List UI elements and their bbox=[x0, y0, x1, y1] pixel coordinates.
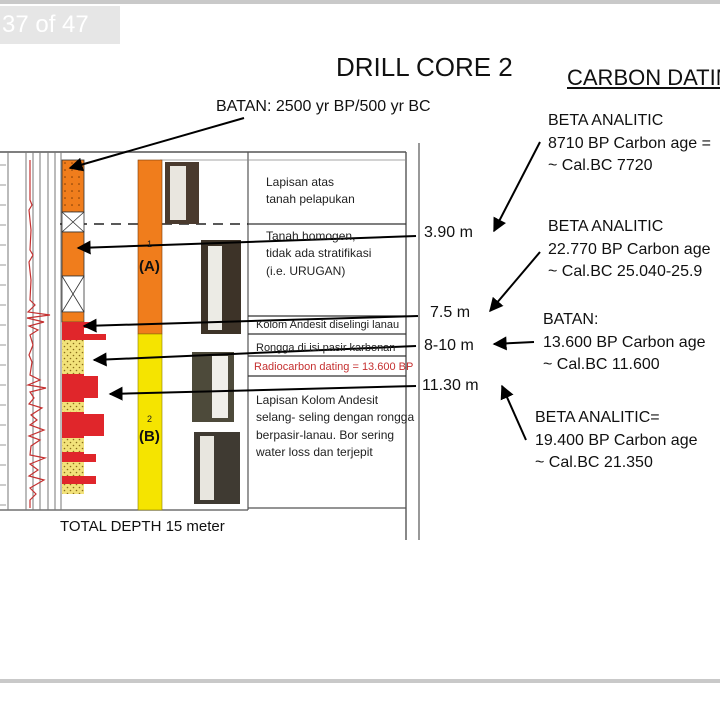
depth-marker-8-10: 8-10 m bbox=[424, 337, 474, 354]
dating-result-4: BETA ANALITIC= 19.400 BP Carbon age ~ Ca… bbox=[535, 409, 698, 472]
radiocarbon-note: Radiocarbon dating = 13.600 BP bbox=[254, 361, 414, 373]
log-curve bbox=[25, 160, 51, 508]
carbon-dating-heading: CARBON DATIN bbox=[567, 65, 720, 90]
slide-counter: 37 of 47 bbox=[0, 6, 120, 44]
dating-result-3: BATAN: 13.600 BP Carbon age ~ Cal.BC 11.… bbox=[543, 311, 706, 374]
layer-desc-topsoil: Lapisan atas tanah pelapukan bbox=[266, 175, 355, 207]
core-photos bbox=[165, 162, 241, 504]
depth-marker-11-30: 11.30 m bbox=[422, 377, 479, 394]
unit-a-label: (A) bbox=[139, 258, 160, 275]
layer-desc-andesite-silt: Kolom Andesit diselingi lanau bbox=[256, 319, 400, 331]
layer-desc-andesite-column: Lapisan Kolom Andesit selang- seling den… bbox=[256, 393, 415, 460]
layer-desc-homogeneous: Tanah homogen, tidak ada stratifikasi (i… bbox=[266, 229, 372, 278]
dating-result-1: BETA ANALITIC 8710 BP Carbon age = ~ Cal… bbox=[548, 112, 711, 175]
slide-title: DRILL CORE 2 bbox=[336, 52, 513, 82]
layer-desc-carbonate-sand: Rongga di isi pasir karbonan bbox=[256, 342, 396, 354]
unit-b-bar bbox=[137, 333, 163, 511]
depth-ticks bbox=[0, 164, 6, 506]
total-depth-label: TOTAL DEPTH 15 meter bbox=[60, 518, 225, 535]
dating-result-2: BETA ANALITIC 22.770 BP Carbon age ~ Cal… bbox=[548, 218, 711, 281]
bottom-divider bbox=[0, 679, 720, 683]
unit-a-number: 1 bbox=[147, 239, 153, 249]
unit-b-label: (B) bbox=[139, 428, 160, 445]
annotation-arrows bbox=[68, 117, 541, 441]
depth-marker-3-90: 3.90 m bbox=[424, 224, 473, 241]
top-divider bbox=[0, 0, 720, 4]
lithology-column bbox=[61, 159, 106, 494]
batan-top-label: BATAN: 2500 yr BP/500 yr BC bbox=[216, 98, 431, 115]
unit-b-number: 2 bbox=[147, 414, 153, 424]
depth-marker-7-5: 7.5 m bbox=[430, 304, 471, 321]
unit-a-bar bbox=[137, 159, 163, 335]
